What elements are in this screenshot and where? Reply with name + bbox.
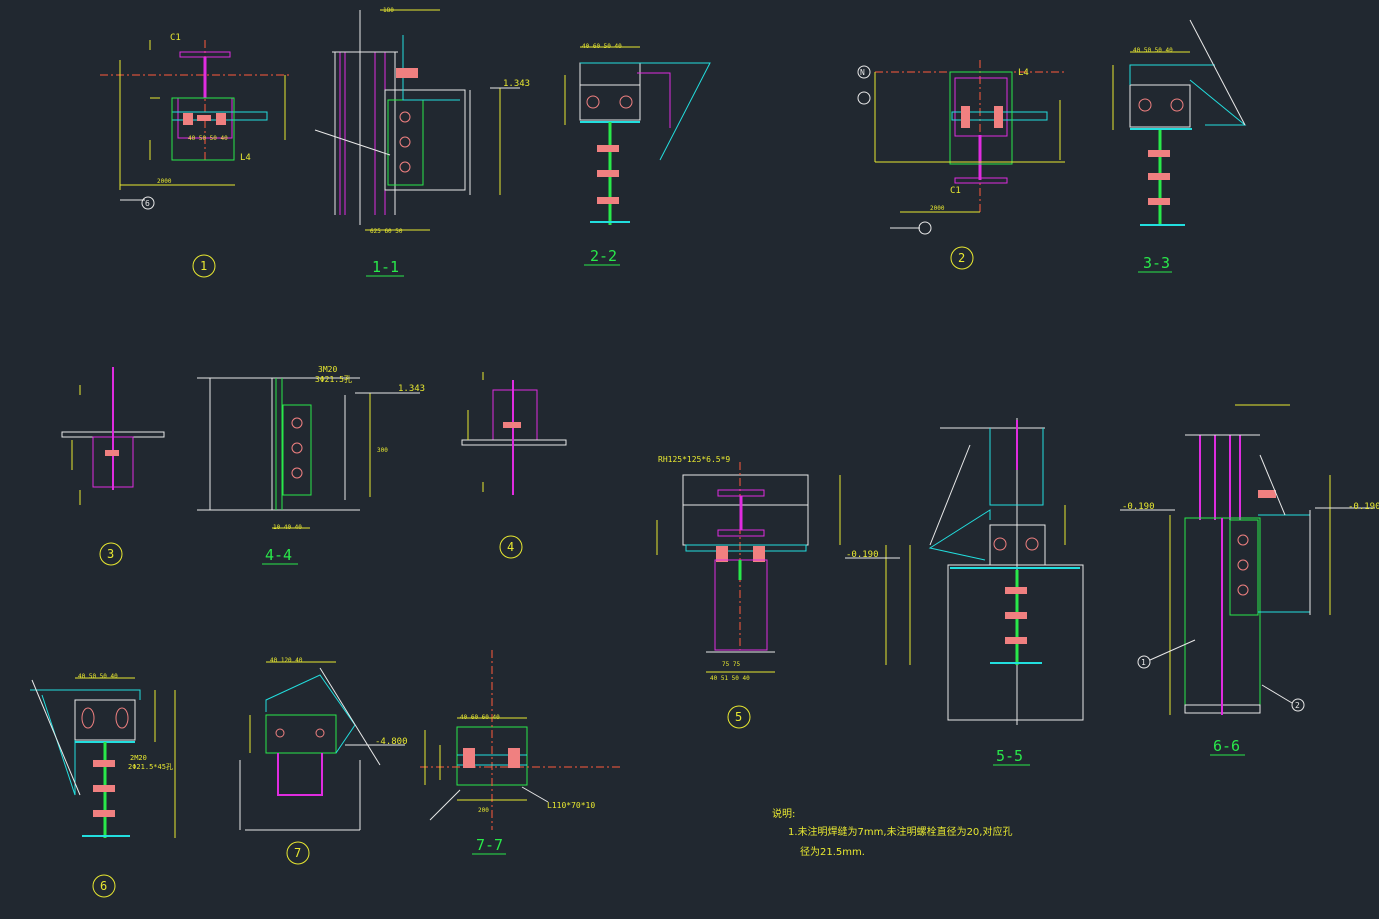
notes-line-1: 1.未注明焊缝为7mm,未注明螺栓直径为20,对应孔	[788, 825, 1012, 838]
mark-l4-b: L4	[1018, 68, 1029, 78]
svg-text:40 60 60 40: 40 60 60 40	[460, 714, 500, 721]
elevation-m4-800: -4.800	[375, 737, 408, 747]
detail-4	[461, 372, 567, 495]
section-3-3-label: 3-3	[1143, 254, 1170, 272]
detail-bubble-labels: 1 2 3 4 5 7 6	[100, 251, 965, 893]
dim-2000-b: 2000	[930, 205, 945, 212]
detail-3	[61, 367, 165, 505]
elevation-m0-190-c: -0.190	[1348, 502, 1379, 512]
detail-5-number: 5	[735, 710, 742, 724]
detail-2-number: 2	[958, 251, 965, 265]
elevation-1-343-a: 1.343	[503, 79, 530, 89]
notes-title: 说明:	[772, 807, 795, 820]
section-5-5: -0.190 5-5	[845, 418, 1084, 766]
detail-6: 2M20 2Φ21.5*45孔 40 50 50 40	[30, 673, 176, 838]
section-1-1: 1.343 180 625 60 50 1-1	[314, 7, 530, 277]
section-4-4: 1.343 3M20 3Φ21.5孔 300 10 40 40 4-4	[197, 365, 425, 565]
svg-text:40 50 50 40: 40 50 50 40	[1133, 47, 1173, 54]
bolt-hole-2: 2Φ21.5*45孔	[128, 763, 173, 771]
beam-section: RH125*125*6.5*9	[658, 455, 730, 464]
section-5-5-label: 5-5	[996, 747, 1023, 765]
dim-2000: 2000	[157, 178, 172, 185]
section-6-6: -0.190 -0.190 1 2 6-6	[1120, 404, 1379, 756]
grid-bubble-n: N	[860, 68, 865, 77]
detail-bubbles	[92, 246, 974, 898]
grid-bubble-6: 6	[145, 199, 150, 208]
section-3-3: 40 50 50 40 3-3	[1112, 19, 1247, 273]
dim-300-a: 300	[377, 447, 388, 454]
detail-4-number: 4	[507, 540, 514, 554]
section-6-6-label: 6-6	[1213, 737, 1240, 755]
bolt-hole-3: 3Φ21.5孔	[315, 375, 352, 384]
svg-text:40 60 50 40: 40 60 50 40	[582, 43, 622, 50]
svg-text:10 40 40: 10 40 40	[273, 524, 302, 531]
section-4-4-label: 4-4	[265, 546, 292, 564]
section-7-7: L110*70*10 200 40 60 60 40 7-7	[420, 650, 620, 855]
elevation-m0-190-b: -0.190	[1122, 502, 1155, 512]
angle-l110: L110*70*10	[547, 801, 595, 810]
bolt-2m20: 2M20	[130, 754, 147, 762]
detail-2-plan: N L4 C1 2000	[857, 60, 1065, 235]
detail-6-number: 6	[100, 879, 107, 893]
section-1-1-label: 1-1	[372, 258, 399, 276]
dim-200: 200	[478, 807, 489, 814]
mark-c1: C1	[170, 33, 181, 43]
svg-text:40 50 50 40: 40 50 50 40	[78, 673, 118, 680]
notes-line-2: 径为21.5mm.	[800, 845, 865, 858]
dim-180-a: 180	[383, 7, 394, 14]
section-2-2: 40 60 50 40 2-2	[564, 43, 711, 266]
mark-c1-b: C1	[950, 186, 961, 196]
elevation-m0-190-a: -0.190	[846, 550, 879, 560]
bolt-3m20: 3M20	[318, 365, 337, 374]
section-7-7-label: 7-7	[476, 836, 503, 854]
detail-3-number: 3	[107, 547, 114, 561]
detail-7-number: 7	[294, 846, 301, 860]
mark-l4: L4	[240, 153, 251, 163]
general-notes: 说明: 1.未注明焊缝为7mm,未注明螺栓直径为20,对应孔 径为21.5mm.	[772, 807, 1012, 858]
detail-5: RH125*125*6.5*9 40 51 50 40 75 75	[656, 455, 841, 682]
svg-text:40 120 40: 40 120 40	[270, 657, 303, 664]
svg-text:40 50 50 40: 40 50 50 40	[188, 135, 228, 142]
detail-1-number: 1	[200, 259, 207, 273]
detail-1-plan: C1 L4 2000 40 50 50 40 6	[100, 33, 290, 210]
elevation-1-343-b: 1.343	[398, 384, 425, 394]
detail-7: -4.800 40 120 40	[239, 657, 408, 831]
svg-text:40 51 50 40: 40 51 50 40	[710, 675, 750, 682]
svg-text:625 60 50: 625 60 50	[370, 228, 403, 235]
section-2-2-label: 2-2	[590, 247, 617, 265]
ref-bubble-2: 2	[1295, 701, 1300, 710]
ref-bubble-1: 1	[1141, 658, 1146, 667]
svg-text:75 75: 75 75	[722, 661, 740, 668]
